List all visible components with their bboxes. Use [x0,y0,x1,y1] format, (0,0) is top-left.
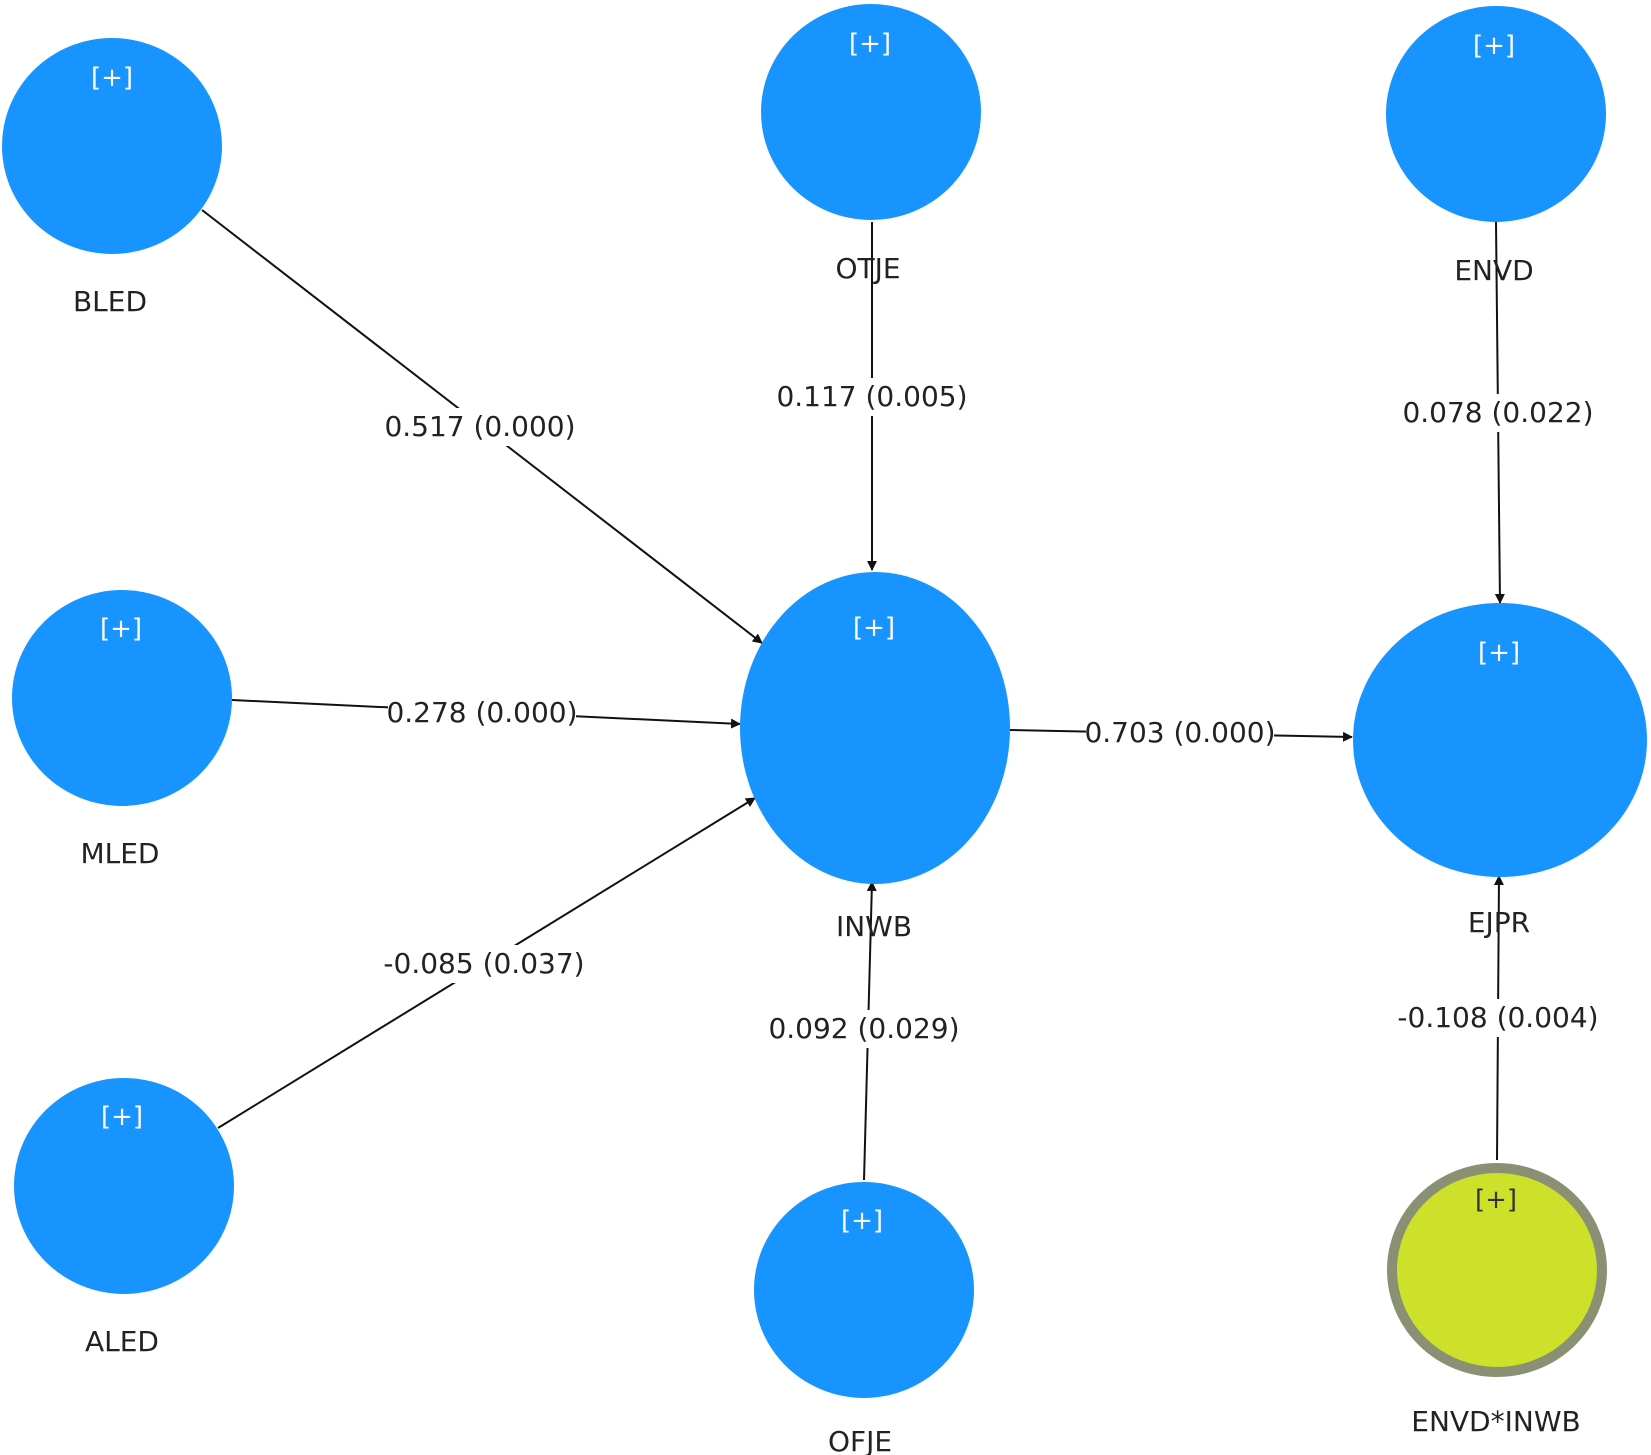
label-inwb: INWB [836,910,912,943]
node-otje[interactable]: [+] OTJE [761,4,981,285]
node-envd-inwb-moderator[interactable]: [+] ENVD*INWB [1387,1163,1607,1438]
coef-envd-ejpr-text: 0.078 (0.022) [1402,396,1593,429]
node-ejpr[interactable]: [+] EJPR [1353,603,1647,939]
node-bled[interactable]: [+] BLED [2,38,222,318]
label-envd-inwb: ENVD*INWB [1411,1405,1580,1438]
node-mled[interactable]: [+] MLED [12,590,232,870]
expand-inwb-icon[interactable]: [+] [853,613,895,643]
coef-otje-inwb-text: 0.117 (0.005) [776,380,967,413]
coef-bled-inwb-text: 0.517 (0.000) [384,410,575,443]
expand-aled-icon[interactable]: [+] [101,1102,143,1132]
expand-otje-icon[interactable]: [+] [849,29,891,59]
coef-ofje-inwb: 0.092 (0.029) [768,1010,960,1048]
label-envd: ENVD [1454,254,1533,287]
expand-ejpr-icon[interactable]: [+] [1478,638,1520,668]
node-ofje[interactable]: [+] OFJE [754,1182,974,1455]
label-bled: BLED [73,285,147,318]
label-otje: OTJE [835,252,900,285]
label-ofje: OFJE [828,1425,892,1455]
coef-mled-inwb: 0.278 (0.000) [386,694,578,732]
node-aled[interactable]: [+] ALED [14,1078,234,1358]
coef-inwb-ejpr: 0.703 (0.000) [1084,714,1276,752]
coef-mled-inwb-text: 0.278 (0.000) [386,696,577,729]
coef-otje-inwb: 0.117 (0.005) [776,378,968,416]
node-inwb[interactable]: [+] INWB [740,572,1010,943]
expand-ofje-icon[interactable]: [+] [841,1206,883,1236]
label-mled: MLED [80,837,159,870]
coef-envd-ejpr: 0.078 (0.022) [1402,394,1594,432]
node-envd[interactable]: [+] ENVD [1386,6,1606,287]
coef-ofje-inwb-text: 0.092 (0.029) [768,1012,959,1045]
coef-aled-inwb: -0.085 (0.037) [382,945,586,983]
expand-mled-icon[interactable]: [+] [100,614,142,644]
expand-envd-inwb-icon[interactable]: [+] [1475,1185,1517,1215]
label-aled: ALED [85,1325,159,1358]
label-ejpr: EJPR [1468,906,1530,939]
expand-envd-icon[interactable]: [+] [1473,31,1515,61]
coef-inwb-ejpr-text: 0.703 (0.000) [1084,716,1275,749]
coef-bled-inwb: 0.517 (0.000) [384,408,576,446]
coef-envdinwb-ejpr: -0.108 (0.004) [1396,999,1600,1037]
coef-envdinwb-ejpr-text: -0.108 (0.004) [1397,1001,1598,1034]
coef-aled-inwb-text: -0.085 (0.037) [383,947,584,980]
expand-bled-icon[interactable]: [+] [91,63,133,93]
